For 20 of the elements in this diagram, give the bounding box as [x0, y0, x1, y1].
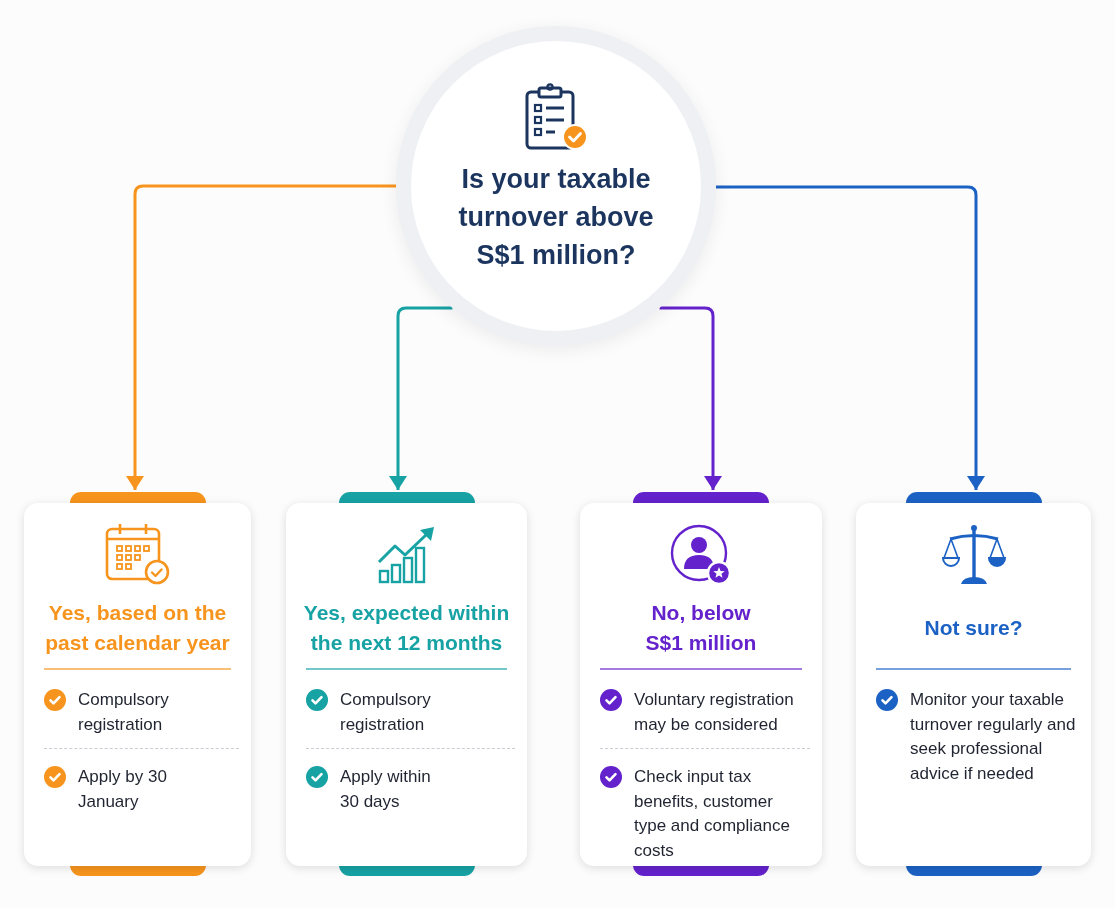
arrow	[716, 185, 985, 490]
arrow	[659, 306, 722, 490]
option-card	[856, 503, 1091, 866]
question-text: Is your taxable turnover above S$1 million?	[457, 163, 655, 272]
option-card	[24, 503, 251, 866]
item-text: Apply within 30 days	[340, 766, 432, 813]
item-text: Check input tax benefits, customer type and compliance costs	[634, 766, 791, 862]
card-heading: No, below S$1 million	[644, 600, 758, 656]
item-text: Compulsory registration	[340, 689, 432, 736]
arrow	[126, 184, 396, 490]
item-text: Apply by 30 January	[78, 766, 168, 813]
option-card	[286, 503, 527, 866]
card-heading: Not sure?	[924, 615, 1023, 641]
item-text: Voluntary registration may be considered	[634, 689, 795, 736]
item-text: Monitor your taxable turnover regularly and seek professional advice if needed	[910, 689, 1077, 785]
item-text: Compulsory registration	[78, 689, 170, 736]
arrow	[389, 306, 453, 490]
option-card	[580, 503, 822, 866]
card-heading: Yes, expected within the next 12 months	[302, 600, 511, 656]
card-heading: Yes, based on the past calendar year	[44, 600, 231, 656]
